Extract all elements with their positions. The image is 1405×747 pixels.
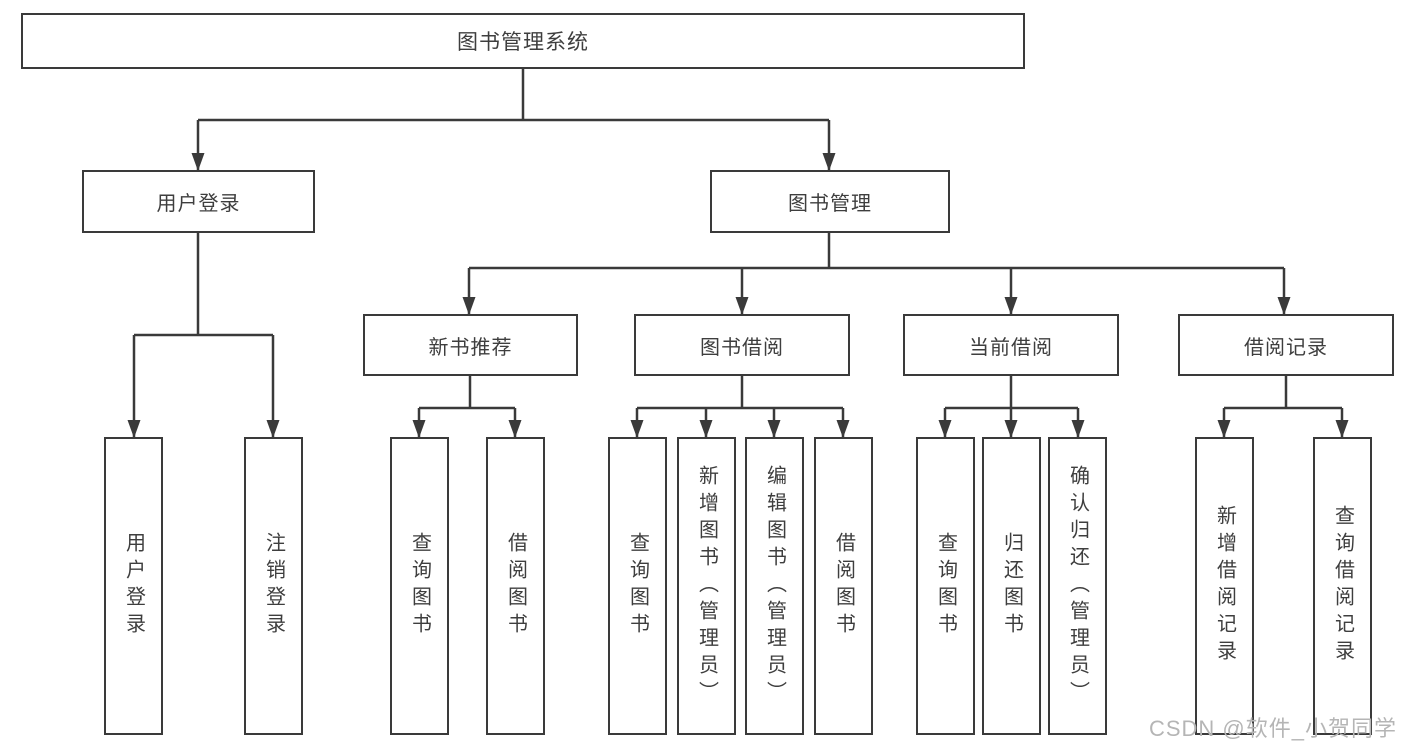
node-leaf-query-books-current: 查询图书 (916, 437, 975, 735)
node-label: 用户登录 (122, 532, 145, 640)
node-book-management: 图书管理 (710, 170, 950, 233)
node-leaf-query-borrow-record: 查询借阅记录 (1313, 437, 1372, 735)
node-new-book-recommend: 新书推荐 (363, 314, 578, 376)
node-user-login: 用户登录 (82, 170, 315, 233)
node-leaf-return-books: 归还图书 (982, 437, 1041, 735)
node-leaf-query-books-recommend: 查询图书 (390, 437, 449, 735)
node-current-borrowing: 当前借阅 (903, 314, 1119, 376)
node-label: 查询图书 (626, 532, 649, 640)
node-borrowing-records: 借阅记录 (1178, 314, 1394, 376)
node-label: 注销登录 (262, 532, 285, 640)
node-label: 借阅图书 (832, 532, 855, 640)
node-leaf-borrow-books-recommend: 借阅图书 (486, 437, 545, 735)
node-label: 新增图书（管理员） (695, 464, 718, 708)
node-root: 图书管理系统 (21, 13, 1025, 69)
watermark: CSDN @软件_小贺同学 (1148, 716, 1397, 741)
node-leaf-edit-books-admin: 编辑图书（管理员） (745, 437, 804, 735)
node-leaf-borrow-books: 借阅图书 (814, 437, 873, 735)
node-label: 归还图书 (1000, 532, 1023, 640)
node-leaf-add-books-admin: 新增图书（管理员） (677, 437, 736, 735)
node-label: 查询图书 (934, 532, 957, 640)
node-label: 查询借阅记录 (1331, 505, 1354, 667)
node-leaf-user-login: 用户登录 (104, 437, 163, 735)
node-leaf-query-books-borrowing: 查询图书 (608, 437, 667, 735)
node-leaf-confirm-return-admin: 确认归还（管理员） (1048, 437, 1107, 735)
node-label: 借阅图书 (504, 532, 527, 640)
node-leaf-add-borrow-record: 新增借阅记录 (1195, 437, 1254, 735)
node-book-borrowing: 图书借阅 (634, 314, 850, 376)
node-label: 新增借阅记录 (1213, 505, 1236, 667)
node-leaf-logout: 注销登录 (244, 437, 303, 735)
node-label: 编辑图书（管理员） (763, 464, 786, 708)
node-label: 查询图书 (408, 532, 431, 640)
node-label: 确认归还（管理员） (1066, 464, 1089, 708)
